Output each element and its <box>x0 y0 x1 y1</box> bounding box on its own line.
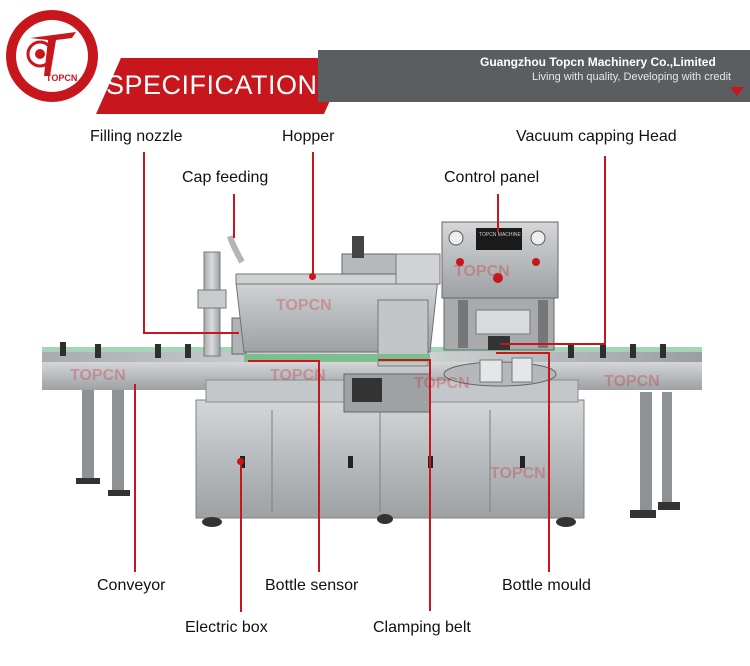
label-electric-box: Electric box <box>185 619 268 636</box>
gear-icon <box>26 32 76 76</box>
bottle-mould <box>443 357 557 387</box>
callout-cap-feeding-v <box>233 194 235 238</box>
callout-clamping-belt-h <box>378 359 430 361</box>
vacuum-capping-head <box>443 291 555 351</box>
callout-bottle-mould-v <box>548 352 550 572</box>
callout-filling-nozzle-h <box>143 332 239 334</box>
label-control-panel: Control panel <box>444 169 540 186</box>
watermark: TOPCN <box>454 263 510 280</box>
watermark: TOPCN <box>270 367 326 384</box>
callout-bottle-sensor-h <box>248 360 320 362</box>
callout-clamping-belt-v <box>429 359 431 611</box>
company-slogan: Living with quality, Developing with cre… <box>532 71 732 83</box>
label-bottle-mould: Bottle mould <box>502 577 591 594</box>
electric-box <box>195 399 585 527</box>
callout-hopper <box>312 152 314 276</box>
label-hopper: Hopper <box>282 128 335 145</box>
label-bottle-sensor: Bottle sensor <box>265 577 359 594</box>
callout-electric-box <box>240 462 242 612</box>
header: TOPCN SPECIFICATION Guangzhou Topcn Mach… <box>0 0 750 130</box>
callout-bottle-mould-h <box>496 352 550 354</box>
label-conveyor: Conveyor <box>97 577 166 594</box>
triangle-icon <box>730 87 744 96</box>
panel-brand: TOPCN MACHINE <box>479 232 522 238</box>
section-title: SPECIFICATION <box>106 70 318 100</box>
callout-vacuum-capping-v <box>604 156 606 344</box>
label-clamping-belt: Clamping belt <box>373 619 471 636</box>
control-panel: TOPCN MACHINE <box>441 221 559 299</box>
callout-bottle-sensor-v <box>318 360 320 572</box>
watermark: TOPCN <box>276 297 332 314</box>
label-vacuum-capping-head: Vacuum capping Head <box>516 128 677 145</box>
logo-inner <box>16 20 88 92</box>
label-cap-feeding: Cap feeding <box>182 169 269 186</box>
callout-dot <box>309 273 316 280</box>
company-bar <box>318 50 750 102</box>
callout-filling-nozzle-v <box>143 152 145 334</box>
callout-conveyor <box>134 384 136 572</box>
watermark: TOPCN <box>604 373 660 390</box>
callout-control-panel <box>497 194 499 232</box>
label-filling-nozzle: Filling nozzle <box>90 128 183 145</box>
logo-text: TOPCN <box>46 73 78 83</box>
clamping-belt <box>244 354 430 362</box>
watermark: TOPCN <box>414 375 470 392</box>
conveyor-legs <box>76 390 680 518</box>
callout-vacuum-capping-h <box>500 343 606 345</box>
company-name: Guangzhou Topcn Machinery Co.,Limited <box>480 55 716 69</box>
watermark: TOPCN <box>70 367 126 384</box>
watermark: TOPCN <box>490 465 546 482</box>
callout-dot <box>237 458 244 465</box>
